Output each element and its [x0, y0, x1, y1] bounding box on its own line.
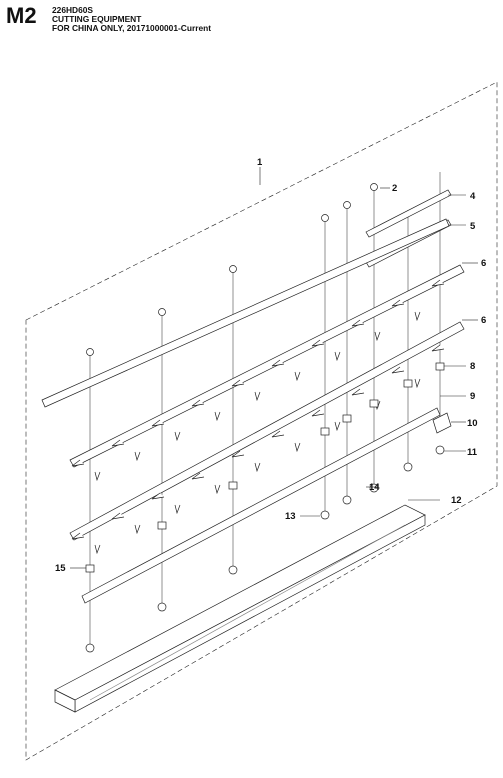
screw-heads-top — [86, 183, 378, 356]
callout-6a: 6 — [481, 258, 486, 269]
part-10-bracket — [432, 412, 452, 434]
lower-blade — [69, 321, 465, 555]
part-12-blade-guard — [54, 504, 426, 713]
page-code: M2 — [6, 3, 37, 28]
section-title: CUTTING EQUIPMENT — [52, 14, 142, 24]
callout-12: 12 — [451, 495, 462, 506]
guide-lines — [89, 172, 441, 648]
spacers — [85, 362, 445, 573]
callout-13: 13 — [285, 511, 296, 522]
top-guide-plate — [41, 218, 450, 408]
callout-5: 5 — [470, 221, 476, 232]
callout-9: 9 — [470, 391, 475, 402]
callout-15: 15 — [55, 563, 66, 574]
callout-1: 1 — [257, 157, 263, 168]
applicability-text: FOR CHINA ONLY, 20171000001-Current — [52, 23, 212, 33]
model-number: 226HD60S — [52, 5, 93, 15]
callout-4: 4 — [470, 191, 476, 202]
callout-8: 8 — [470, 361, 475, 372]
assembly-frame — [25, 81, 498, 761]
callout-11: 11 — [467, 447, 478, 458]
part-9-bottom-plate — [81, 407, 441, 604]
callout-6b: 6 — [481, 315, 486, 326]
callout-14: 14 — [369, 482, 380, 493]
callout-2: 2 — [392, 183, 397, 194]
leader-lines — [70, 167, 478, 569]
callout-10: 10 — [467, 418, 478, 429]
bolts-bottom — [85, 445, 445, 653]
callout-numbers: 1 2 4 5 6 6 8 9 10 11 12 13 14 15 — [55, 157, 486, 574]
upper-blade — [69, 264, 465, 482]
